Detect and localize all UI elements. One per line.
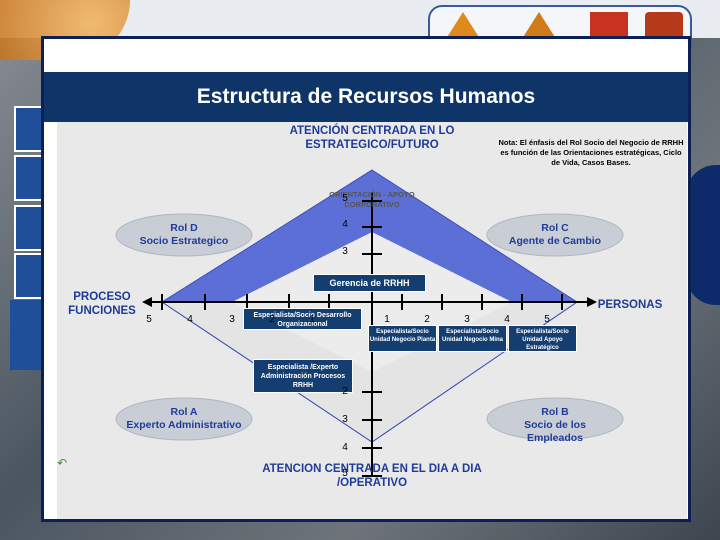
axis-number: 4 — [342, 442, 348, 453]
rol-a-title: Rol A — [170, 406, 198, 418]
unidad-planta-box: Especialista/Socio Unidad Negocio Planta — [368, 325, 437, 352]
bottom-axis-label: ATENCION CENTRADA EN EL DIA A DIA /OPERA… — [262, 463, 482, 489]
slide-frame: Estructura de Recursos Humanos — [41, 36, 691, 522]
ellipse-rol-a — [115, 397, 253, 441]
administracion-procesos-box: Especialista /Experto Administración Pro… — [253, 359, 353, 393]
background-side-tab — [686, 165, 720, 305]
axis-number: 5 — [146, 314, 152, 325]
rol-b-title: Rol B — [541, 406, 569, 418]
axis-number: 2 — [342, 386, 348, 397]
axis-number: 1 — [384, 314, 390, 325]
axis-number: 4 — [342, 219, 348, 230]
right-axis-label: PERSONAS — [597, 299, 663, 311]
axis-number: 2 — [424, 314, 430, 325]
top-axis-label: ATENCIÓN CENTRADA EN LO ESTRATEGICO/FUTU… — [289, 125, 455, 151]
axis-number: 3 — [464, 314, 470, 325]
unidad-apoyo-box: Especialista/Socio Unidad Apoyo Estratég… — [508, 325, 577, 352]
rol-d-title: Rol D — [170, 222, 198, 234]
rol-b: Rol B Socio de los Empleados — [495, 406, 615, 445]
slide-title: Estructura de Recursos Humanos — [44, 72, 688, 122]
arrow-right-icon — [587, 297, 597, 307]
axis-number: 4 — [504, 314, 510, 325]
axis-number: 5 — [342, 468, 348, 479]
axis-number: 3 — [342, 246, 348, 257]
axis-number: 3 — [229, 314, 235, 325]
axis-number: 1 — [309, 314, 315, 325]
rol-a: Rol A Experto Administrativo — [114, 406, 254, 432]
rol-c: Rol C Agente de Cambio — [490, 222, 620, 248]
ellipse-rol-c — [486, 213, 624, 257]
arrow-left-icon — [142, 297, 152, 307]
rol-c-subtitle: Agente de Cambio — [508, 235, 602, 247]
axis-number: 5 — [342, 193, 348, 204]
rol-d-subtitle: Socio Estrategico — [139, 235, 229, 247]
ellipse-rol-d — [115, 213, 253, 257]
orientation-label: ORIENTACIÓN - APOYO CORPORATIVO — [329, 190, 415, 209]
diagram-canvas: ATENCIÓN CENTRADA EN LO ESTRATEGICO/FUTU… — [57, 122, 687, 519]
back-arrow-icon[interactable]: ↶ — [57, 456, 68, 470]
rol-d: Rol D Socio Estrategico — [119, 222, 249, 248]
ellipse-rol-b — [486, 397, 624, 441]
desarrollo-organizacional-box: Especialista/Socio Desarrollo Organizaci… — [243, 308, 362, 330]
axis-number: 5 — [544, 314, 550, 325]
rol-b-subtitle: Socio de los Empleados — [524, 419, 586, 444]
gerencia-rrhh-box: Gerencia de RRHH — [313, 274, 426, 292]
axis-number: 3 — [342, 414, 348, 425]
rol-a-subtitle: Experto Administrativo — [126, 419, 242, 431]
left-axis-label: PROCESO FUNCIONES — [68, 291, 136, 317]
note-text: Nota: El énfasis del Rol Socio del Negoc… — [498, 138, 684, 167]
axis-number: 2 — [269, 314, 275, 325]
rol-c-title: Rol C — [541, 222, 569, 234]
axis-number: 4 — [187, 314, 193, 325]
unidad-mina-box: Especialista/Socio Unidad Negocio Mina — [438, 325, 507, 352]
background-nav-tab — [10, 300, 42, 370]
